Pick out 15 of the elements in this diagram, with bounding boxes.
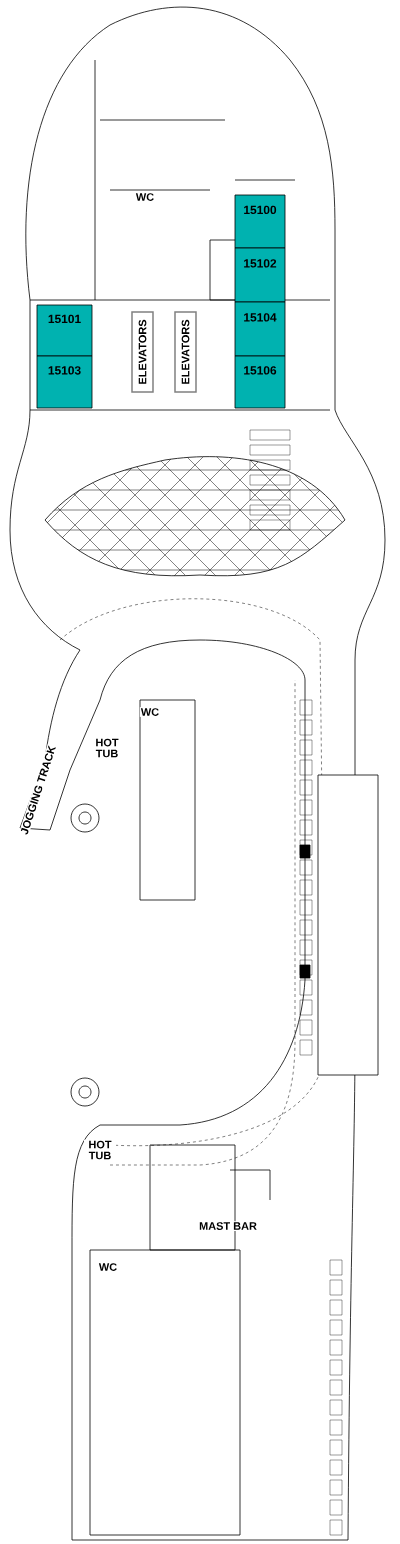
- cabin-box: 15103: [36, 355, 93, 409]
- cabin-box: 15104: [234, 301, 286, 357]
- area-label: WC: [139, 707, 161, 717]
- elevator-box: ELEVATORS: [131, 311, 154, 393]
- cabin-box: 15101: [36, 304, 93, 357]
- area-label: HOT TUB: [91, 737, 123, 759]
- area-label: WC: [134, 192, 156, 202]
- area-label: MAST BAR: [198, 1221, 258, 1231]
- cabin-box: 15100: [234, 194, 286, 249]
- elevator-box: ELEVATORS: [174, 311, 197, 393]
- platform-box: [317, 774, 379, 1076]
- area-label: HOT TUB: [84, 1139, 116, 1161]
- area-label: WC: [97, 1262, 119, 1272]
- cabin-box: 15102: [234, 247, 286, 303]
- cabin-box: 15106: [234, 355, 286, 409]
